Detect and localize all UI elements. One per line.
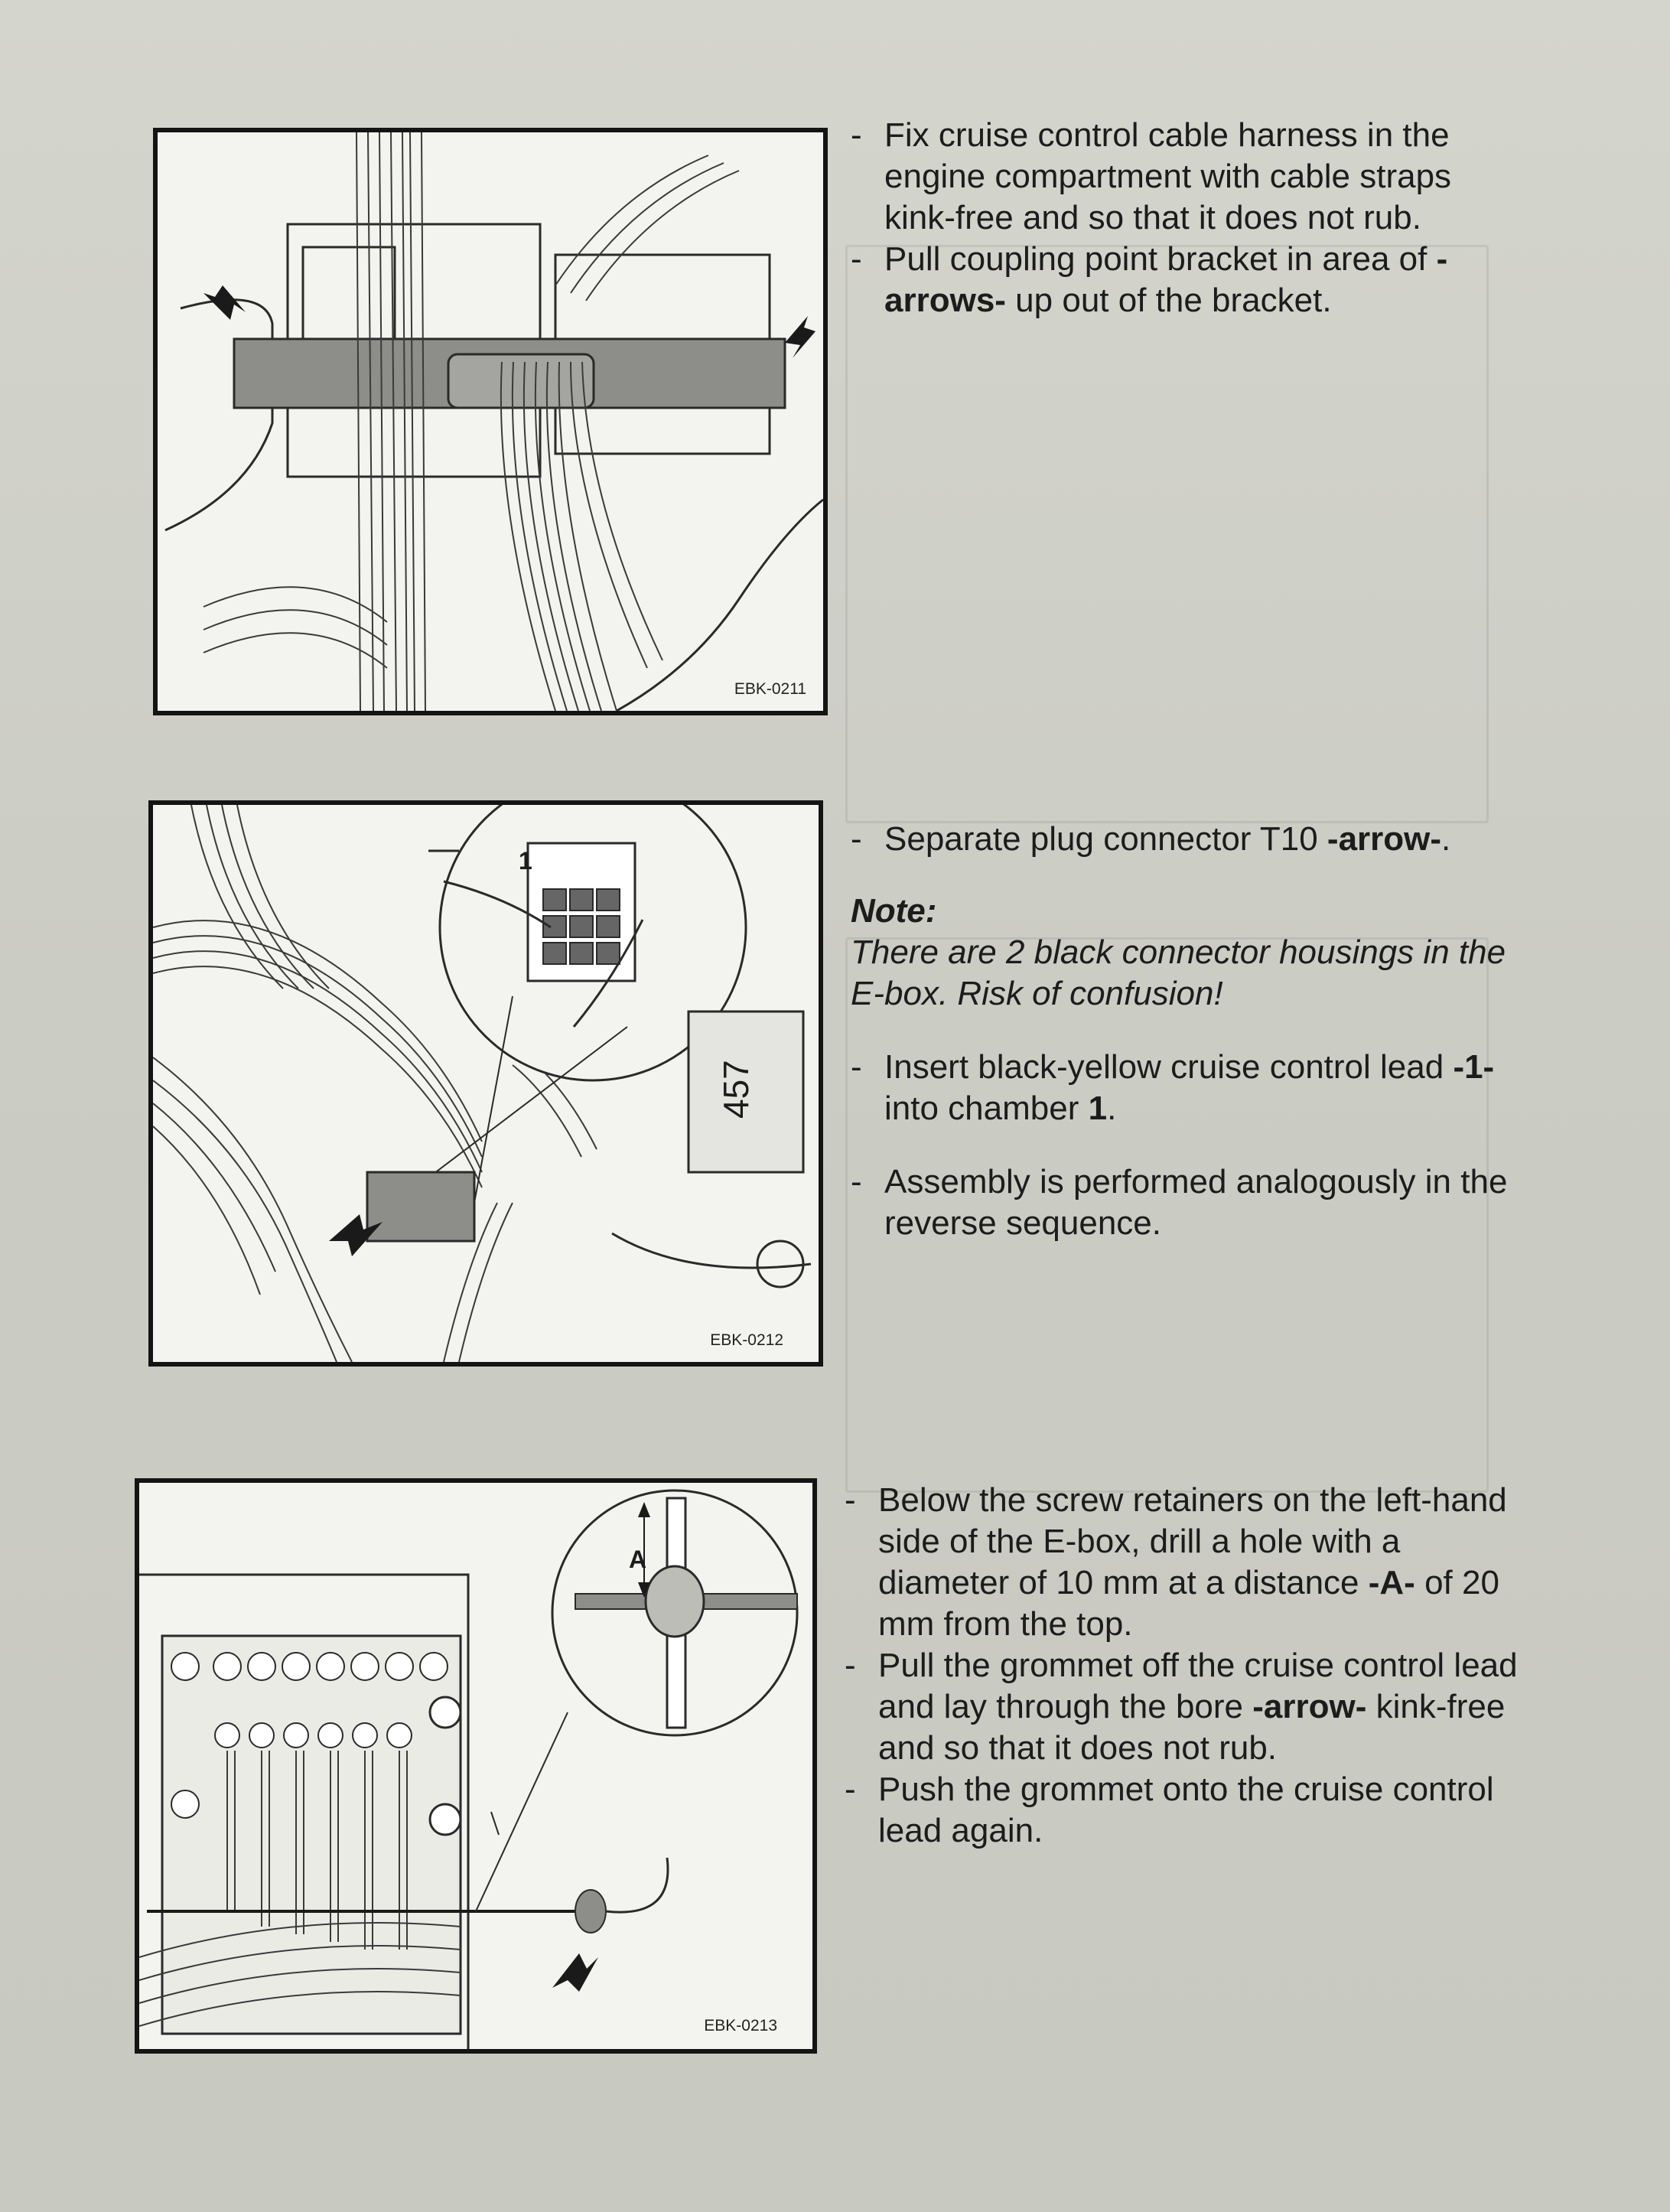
harness-illustration xyxy=(164,132,823,711)
relay-label: 457 xyxy=(716,1060,756,1119)
show-through-panel xyxy=(845,245,1489,823)
figure-ebk-0211: EBK-0211 xyxy=(153,128,828,715)
step-text: Below the screw retainers on the left-ha… xyxy=(878,1481,1507,1601)
instructions-section-1: - Fix cruise control cable harness in th… xyxy=(851,115,1524,321)
bullet-dash: - xyxy=(845,1481,856,1519)
chamber-ref: 1 xyxy=(1088,1090,1108,1127)
bullet-dash: - xyxy=(851,1048,862,1086)
step-text: . xyxy=(1107,1090,1117,1127)
bullet-dash: - xyxy=(851,820,862,858)
bullet-dash: - xyxy=(845,1771,856,1808)
figure-ebk-0212: 1 457 EBK-0212 xyxy=(148,800,823,1367)
bullet-dash: - xyxy=(845,1647,856,1684)
instructions-section-3: - Below the screw retainers on the left-… xyxy=(845,1480,1518,1852)
instructions-section-2: - Separate plug connector T10 -arrow-. N… xyxy=(851,819,1524,1244)
step-text: kink-free and so that it does not rub. xyxy=(878,1688,1506,1767)
step-text: Push the grommet onto the cruise control… xyxy=(878,1771,1494,1849)
step-text: into chamber xyxy=(884,1090,1089,1127)
bullet-dash: - xyxy=(851,116,862,154)
step-lay-lead: - Pull the grommet off the cruise contro… xyxy=(845,1645,1518,1769)
callout-1: 1 xyxy=(519,847,532,875)
connector-illustration xyxy=(153,805,812,1362)
step-insert-lead: - Insert black-yellow cruise control lea… xyxy=(851,1047,1524,1129)
fuse-box-illustration xyxy=(139,1489,799,2049)
arrow-ref: -arrow- xyxy=(1327,820,1442,858)
step-assembly: - Assembly is performed analogously in t… xyxy=(851,1161,1524,1244)
step-text: Pull coupling point bracket in area of xyxy=(884,240,1437,278)
show-through-panel xyxy=(845,937,1489,1493)
lead-ref: -1- xyxy=(1453,1048,1495,1086)
figure-code: EBK-0213 xyxy=(699,2015,782,2037)
step-text: Assembly is performed analogously in the… xyxy=(884,1163,1508,1242)
step-text: of 20 mm from the top. xyxy=(878,1564,1499,1643)
step-text: Insert black-yellow cruise control lead xyxy=(884,1048,1454,1086)
arrow-ref: -arrow- xyxy=(1252,1688,1367,1725)
dimension-label-a: A xyxy=(629,1546,647,1573)
figure-code: EBK-0211 xyxy=(729,679,811,700)
step-text: Pull the grommet off the cruise control … xyxy=(878,1647,1518,1725)
step-text: Fix cruise control cable harness in the … xyxy=(884,116,1452,236)
note-heading: Note: xyxy=(851,892,937,930)
bullet-dash: - xyxy=(851,240,862,278)
figure-ebk-0213: A EBK-0213 xyxy=(135,1478,817,2054)
step-pull-bracket: - Pull coupling point bracket in area of… xyxy=(851,239,1524,321)
step-push-grommet: - Push the grommet onto the cruise contr… xyxy=(845,1769,1518,1852)
step-text: . xyxy=(1441,820,1451,858)
step-text: up out of the bracket. xyxy=(1005,282,1332,319)
step-fix-harness: - Fix cruise control cable harness in th… xyxy=(851,115,1524,239)
step-separate-connector: - Separate plug connector T10 -arrow-. xyxy=(851,819,1524,860)
step-drill-hole: - Below the screw retainers on the left-… xyxy=(845,1480,1518,1645)
figure-code: EBK-0212 xyxy=(705,1330,788,1351)
step-text: Separate plug connector T10 xyxy=(884,820,1327,858)
distance-ref: -A- xyxy=(1368,1564,1415,1601)
arrows-ref: -arrows- xyxy=(884,240,1448,319)
bullet-dash: - xyxy=(851,1163,862,1200)
note-text: There are 2 black connector housings in … xyxy=(851,933,1506,1012)
